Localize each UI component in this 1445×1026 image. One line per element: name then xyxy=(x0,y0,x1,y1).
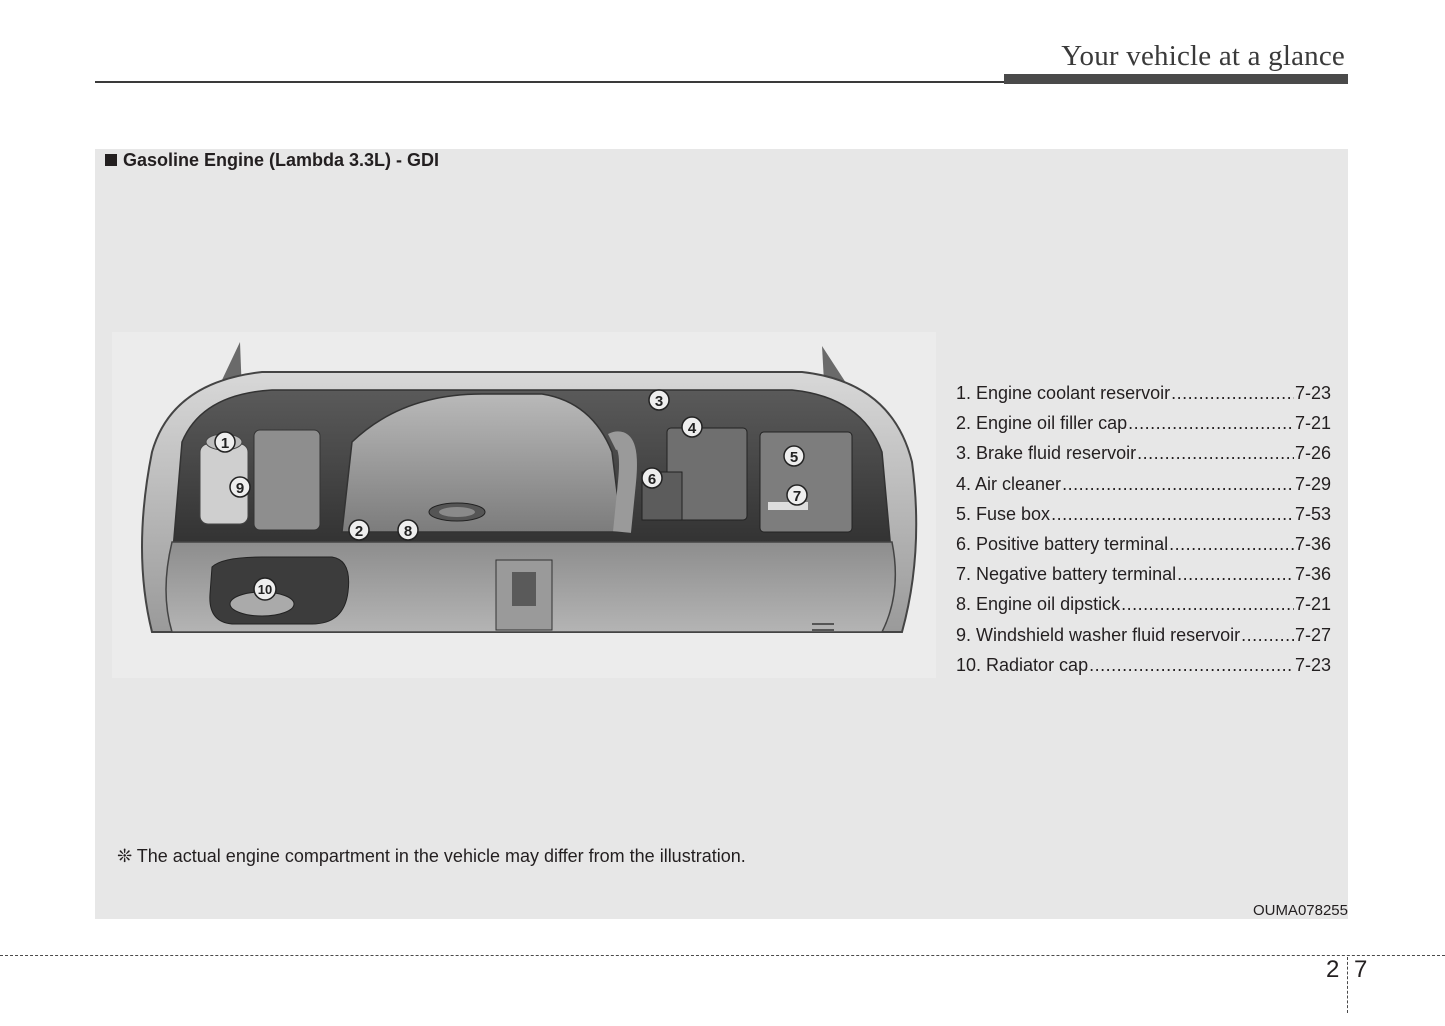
legend-page: 7-36 xyxy=(1294,533,1331,554)
svg-text:5: 5 xyxy=(790,449,798,466)
legend-page: 7-53 xyxy=(1294,503,1331,524)
legend-item: 6. Positive battery terminal............… xyxy=(956,534,1331,564)
svg-text:10: 10 xyxy=(258,582,272,597)
callout-6: 6 xyxy=(641,467,663,489)
leader-dots: ........................................… xyxy=(1051,503,1294,524)
legend-item: 4. Air cleaner..........................… xyxy=(956,474,1331,504)
callout-7: 7 xyxy=(786,484,808,506)
legend-label: 6. Positive battery terminal xyxy=(956,533,1169,554)
svg-text:7: 7 xyxy=(793,488,801,505)
section-title-text: Gasoline Engine (Lambda 3.3L) - GDI xyxy=(123,150,440,170)
engine-compartment-illustration: 1 2 3 4 5 6 7 8 9 10 xyxy=(112,332,936,678)
legend-label: 10. Radiator cap xyxy=(956,654,1089,675)
svg-text:9: 9 xyxy=(236,480,244,497)
leader-dots: ........................................… xyxy=(1171,383,1294,403)
chapter-number: 2 xyxy=(1326,956,1340,983)
legend-item: 9. Windshield washer fluid reservoir....… xyxy=(956,625,1331,655)
leader-dots: ........................................… xyxy=(1241,624,1294,645)
legend-label: 8. Engine oil dipstick xyxy=(956,594,1121,615)
callout-10: 10 xyxy=(253,577,277,601)
legend-page: 7-36 xyxy=(1294,564,1331,585)
legend-item: 8. Engine oil dipstick..................… xyxy=(956,594,1331,624)
legend-item: 1. Engine coolant reservoir.............… xyxy=(956,383,1331,413)
legend-page: 7-26 xyxy=(1294,443,1331,464)
legend-item: 3. Brake fluid reservoir................… xyxy=(956,443,1331,473)
callout-9: 9 xyxy=(229,476,251,498)
legend-page: 7-21 xyxy=(1294,413,1331,434)
svg-text:6: 6 xyxy=(648,471,656,488)
legend-label: 9. Windshield washer fluid reservoir xyxy=(956,624,1241,645)
legend-page: 7-23 xyxy=(1294,383,1331,403)
callout-3: 3 xyxy=(648,389,670,411)
component-legend: 1. Engine coolant reservoir.............… xyxy=(956,383,1331,685)
page-number-separator xyxy=(1347,957,1348,1013)
legend-item: 10. Radiator cap........................… xyxy=(956,655,1331,685)
figure-code: OUMA078255 xyxy=(1252,902,1348,919)
leader-dots: ........................................… xyxy=(1089,654,1294,675)
callout-2: 2 xyxy=(348,519,370,541)
legend-label: 4. Air cleaner xyxy=(956,473,1062,494)
legend-label: 2. Engine oil filler cap xyxy=(956,413,1128,434)
legend-page: 7-23 xyxy=(1294,654,1331,675)
legend-page: 7-27 xyxy=(1294,624,1331,645)
footer-rule xyxy=(0,955,1445,956)
legend-item: 7. Negative battery terminal............… xyxy=(956,564,1331,594)
svg-text:2: 2 xyxy=(355,523,363,540)
page-header-title: Your vehicle at a glance xyxy=(1061,40,1345,72)
svg-text:1: 1 xyxy=(221,435,229,452)
leader-dots: ........................................… xyxy=(1128,413,1294,434)
svg-text:8: 8 xyxy=(404,523,412,540)
section-title: Gasoline Engine (Lambda 3.3L) - GDI xyxy=(105,150,439,171)
svg-text:3: 3 xyxy=(655,393,663,410)
callout-1: 1 xyxy=(214,431,236,453)
callout-8: 8 xyxy=(397,519,419,541)
svg-text:4: 4 xyxy=(688,420,697,437)
leader-dots: ........................................… xyxy=(1062,473,1294,494)
legend-label: 7. Negative battery terminal xyxy=(956,564,1177,585)
legend-page: 7-29 xyxy=(1294,473,1331,494)
legend-item: 5. Fuse box.............................… xyxy=(956,504,1331,534)
legend-label: 5. Fuse box xyxy=(956,503,1051,524)
legend-label: 1. Engine coolant reservoir xyxy=(956,383,1171,403)
legend-label: 3. Brake fluid reservoir xyxy=(956,443,1137,464)
square-bullet-icon xyxy=(105,154,117,166)
legend-page: 7-21 xyxy=(1294,594,1331,615)
leader-dots: ........................................… xyxy=(1121,594,1294,615)
legend-item: 2. Engine oil filler cap................… xyxy=(956,413,1331,443)
header-bar xyxy=(1004,74,1348,84)
leader-dots: ........................................… xyxy=(1169,533,1294,554)
callout-5: 5 xyxy=(783,445,805,467)
callout-4: 4 xyxy=(681,416,703,438)
leader-dots: ........................................… xyxy=(1177,564,1294,585)
leader-dots: ........................................… xyxy=(1137,443,1294,464)
header-rule xyxy=(95,81,1005,83)
illustration-note: ❊ The actual engine compartment in the v… xyxy=(117,846,746,866)
page-number: 7 xyxy=(1354,956,1368,983)
